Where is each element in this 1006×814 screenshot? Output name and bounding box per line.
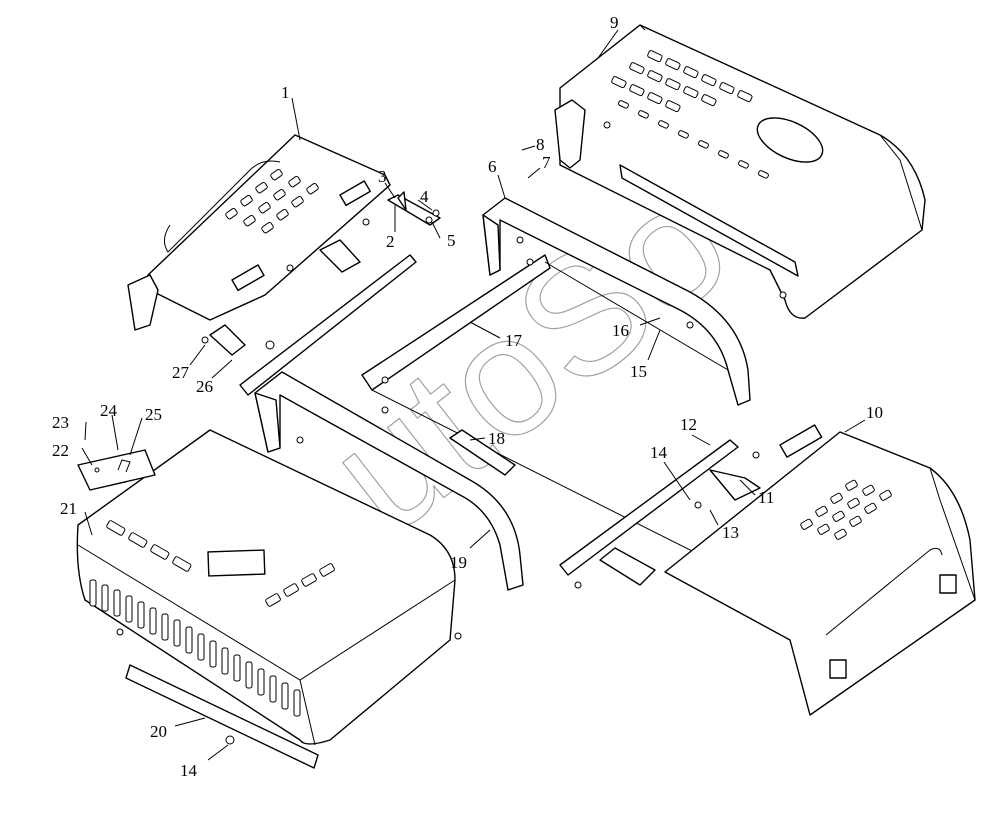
leader-lines <box>81 29 866 761</box>
callout-18: 18 <box>488 429 505 448</box>
cover-10-vent-slots <box>800 479 892 540</box>
callout-14-lower: 14 <box>180 761 198 780</box>
callout-24: 24 <box>100 401 118 420</box>
lower-right-cover <box>664 424 976 716</box>
callout-6: 6 <box>488 157 497 176</box>
small-plate <box>77 449 156 491</box>
cover-1-vent-slots <box>225 168 319 234</box>
callout-labels: 1 2 3 4 5 6 7 8 9 10 11 12 13 14 14 15 1… <box>52 13 883 780</box>
callout-23: 23 <box>52 413 69 432</box>
callout-10: 10 <box>866 403 883 422</box>
callout-21: 21 <box>60 499 77 518</box>
callout-16: 16 <box>612 321 629 340</box>
callout-3: 3 <box>378 167 387 186</box>
bottom-bolt <box>225 735 235 745</box>
callout-27: 27 <box>172 363 190 382</box>
callout-26: 26 <box>196 377 213 396</box>
callout-25: 25 <box>145 405 162 424</box>
cover-21-grille <box>89 579 301 717</box>
bottom-rail <box>125 664 319 769</box>
small-bracket <box>449 429 516 476</box>
callout-15: 15 <box>630 362 647 381</box>
callout-17: 17 <box>505 331 523 350</box>
callout-11: 11 <box>758 488 774 507</box>
callout-8: 8 <box>536 135 545 154</box>
callout-7: 7 <box>542 153 551 172</box>
right-mounting-rail <box>559 439 761 589</box>
cover-9-vent-slots <box>611 50 769 179</box>
callout-12: 12 <box>680 415 697 434</box>
center-base-plate <box>361 254 746 556</box>
callout-20: 20 <box>150 722 167 741</box>
cover-21-vent-slots <box>106 520 335 607</box>
left-mounting-rail <box>239 254 417 396</box>
callout-4: 4 <box>420 187 429 206</box>
callout-19: 19 <box>450 553 467 572</box>
callout-2: 2 <box>386 232 395 251</box>
upper-right-cover <box>554 24 926 319</box>
callout-13: 13 <box>722 523 739 542</box>
callout-5: 5 <box>447 231 456 250</box>
callout-22: 22 <box>52 441 69 460</box>
front-arch-bracket <box>254 371 524 591</box>
callout-14-upper: 14 <box>650 443 668 462</box>
callout-1: 1 <box>281 83 290 102</box>
hinge-assembly-left <box>362 191 441 226</box>
callout-9: 9 <box>610 13 619 32</box>
rear-arch-bracket <box>482 197 751 406</box>
upper-left-cover <box>127 134 391 331</box>
latch-assembly-left <box>201 239 361 356</box>
lower-left-cover <box>76 429 462 746</box>
